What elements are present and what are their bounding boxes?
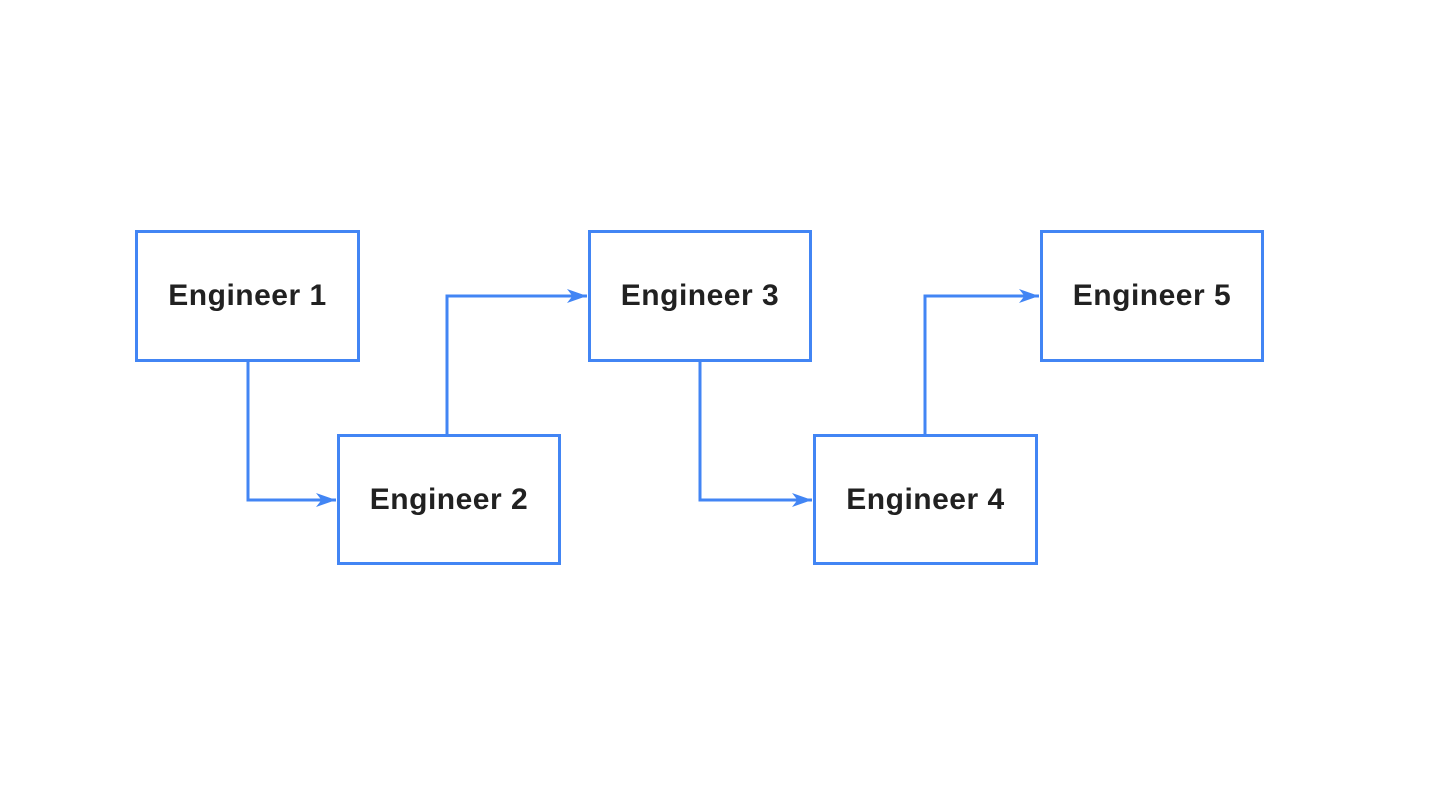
node-label: Engineer 1 bbox=[168, 279, 327, 312]
node-engineer-3[interactable]: Engineer 3 bbox=[588, 230, 812, 362]
node-label: Engineer 4 bbox=[846, 482, 1005, 516]
edge-engineer-3-to-engineer-4 bbox=[698, 362, 812, 507]
edge-engineer-2-to-engineer-3 bbox=[445, 289, 587, 434]
node-engineer-5[interactable]: Engineer 5 bbox=[1040, 230, 1264, 362]
node-label: Engineer 2 bbox=[369, 482, 529, 516]
node-engineer-4[interactable]: Engineer 4 bbox=[813, 434, 1038, 565]
node-engineer-2[interactable]: Engineer 2 bbox=[337, 434, 561, 565]
edge-engineer-4-to-engineer-5 bbox=[923, 289, 1039, 434]
node-label: Engineer 5 bbox=[1072, 279, 1232, 312]
node-label: Engineer 3 bbox=[620, 279, 780, 312]
edge-engineer-1-to-engineer-2 bbox=[246, 362, 336, 507]
node-engineer-1[interactable]: Engineer 1 bbox=[135, 230, 360, 362]
